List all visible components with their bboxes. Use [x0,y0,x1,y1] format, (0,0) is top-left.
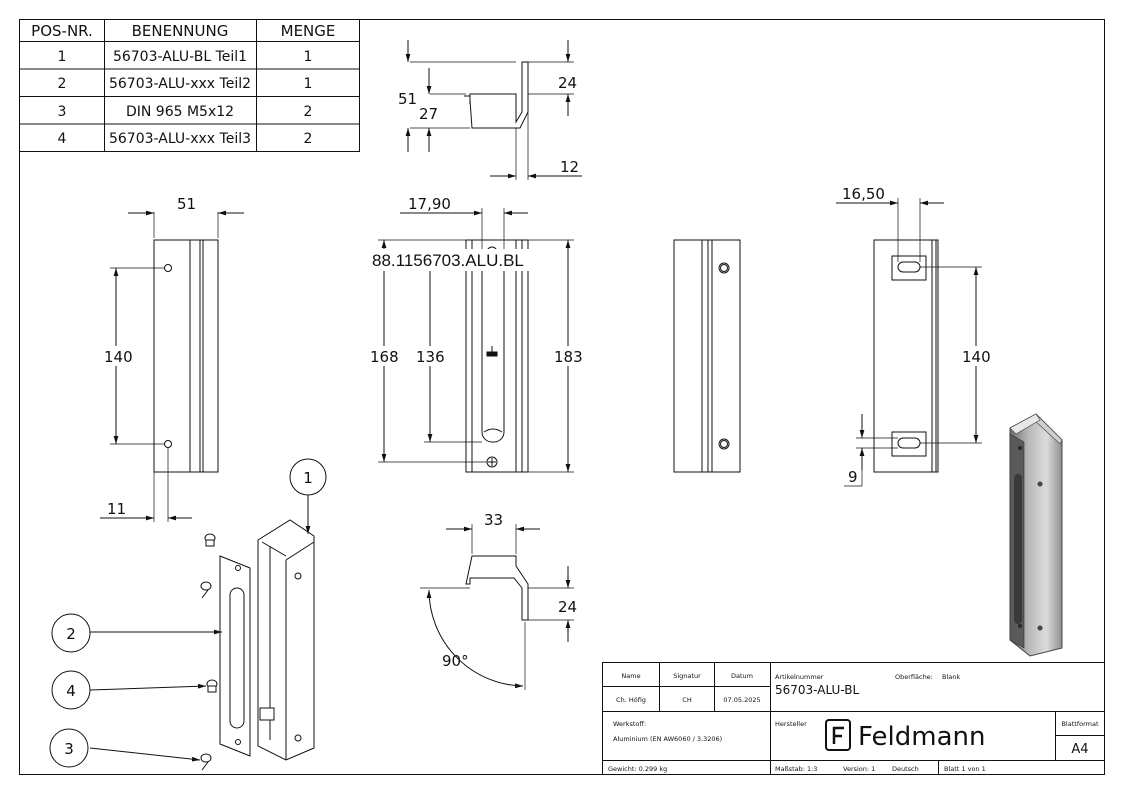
balloon-4 [51,670,91,710]
balloon-label: 2 [66,625,76,643]
dim-right-16-50: 16,50 [842,185,885,203]
tb-language: Deutsch [892,765,919,773]
bom-table: POS-NR. BENENNUNG MENGE 1 56703-ALU-BL T… [19,19,360,152]
balloon-2 [51,613,91,653]
tb-material-label: Werkstoff: [613,720,646,728]
bom-row-name: DIN 965 M5x12 [126,104,234,120]
tb-date: 07.05.2025 [723,696,760,704]
dim-right-9: 9 [848,468,858,486]
tb-signature-label: Signatur [673,672,701,680]
tb-weight: Gewicht: 0.299 kg [608,765,667,773]
dim-top-12: 12 [560,158,579,176]
tb-name: Ch. Höfig [616,696,646,704]
bom-row-pos: 3 [58,104,67,120]
tb-sheet: Blatt 1 von 1 [944,765,986,773]
dim-front-183: 183 [554,348,583,366]
bom-header-pos: POS-NR. [31,22,93,40]
tb-date-label: Datum [731,672,753,680]
tb-material: Aluminium (EN AW6060 / 3.3206) [613,735,722,743]
top-view [405,40,582,180]
screw-part [200,533,218,771]
title-block [602,662,1105,775]
drawing-frame [19,19,1105,775]
tb-signature: CH [682,696,692,704]
dim-bottom-33: 33 [484,511,503,529]
dim-front-17-90: 17,90 [408,195,451,213]
feldmann-logo: Feldmann [825,719,985,752]
dim-top-24: 24 [558,74,577,92]
exploded-assembly [49,458,327,771]
tb-surface: Blank [942,673,960,681]
logo-text: Feldmann [858,722,985,752]
dim-left-51: 51 [177,195,196,213]
tb-scale: Maßstab: 1:3 [775,765,817,773]
tb-format: A4 [1071,742,1088,757]
bom-row-pos: 1 [58,49,67,65]
tb-article: 56703-ALU-BL [775,683,859,697]
tb-version: Version: 1 [843,765,875,773]
bottom-view [420,524,574,690]
tb-surface-label: Oberfläche: [895,673,933,681]
product-render [1009,413,1063,657]
bom-row-qty: 2 [304,104,313,120]
tb-article-label: Artikelnummer [775,673,824,681]
bom-row-qty: 1 [304,49,313,65]
balloon-label: 1 [303,469,313,487]
bom-row-name: 56703-ALU-xxx Teil3 [109,131,251,147]
balloon-1 [289,458,327,496]
tb-name-label: Name [621,672,640,680]
bom-row-name: 56703-ALU-BL Teil1 [113,49,247,65]
balloon-label: 3 [64,740,74,758]
part-label: 88.1156703.ALU.BL [372,251,524,270]
side-view [673,239,741,473]
tb-manufacturer-label: Hersteller [775,720,807,728]
dim-right-140: 140 [962,348,991,366]
bom-row-name: 56703-ALU-xxx Teil2 [109,76,251,92]
dim-top-27: 27 [419,105,438,123]
left-view [100,210,244,522]
front-view [378,208,574,473]
dim-bottom-angle: 90° [442,652,469,670]
dim-left-140: 140 [104,348,133,366]
bom-row-qty: 1 [304,76,313,92]
balloon-3 [49,728,89,768]
balloon-label: 4 [66,682,76,700]
profile-outline [469,61,529,129]
dim-front-136: 136 [416,348,445,366]
bom-header-name: BENENNUNG [132,22,229,40]
dim-top-51: 51 [398,90,417,108]
tb-format-label: Blattformat [1061,720,1098,728]
bom-row-pos: 2 [58,76,67,92]
dim-bottom-24: 24 [558,598,577,616]
bom-header-qty: MENGE [281,22,336,40]
right-view [836,198,982,487]
bom-row-pos: 4 [58,131,67,147]
bom-row-qty: 2 [304,131,313,147]
dim-front-168: 168 [370,348,399,366]
dim-left-11: 11 [107,500,126,518]
